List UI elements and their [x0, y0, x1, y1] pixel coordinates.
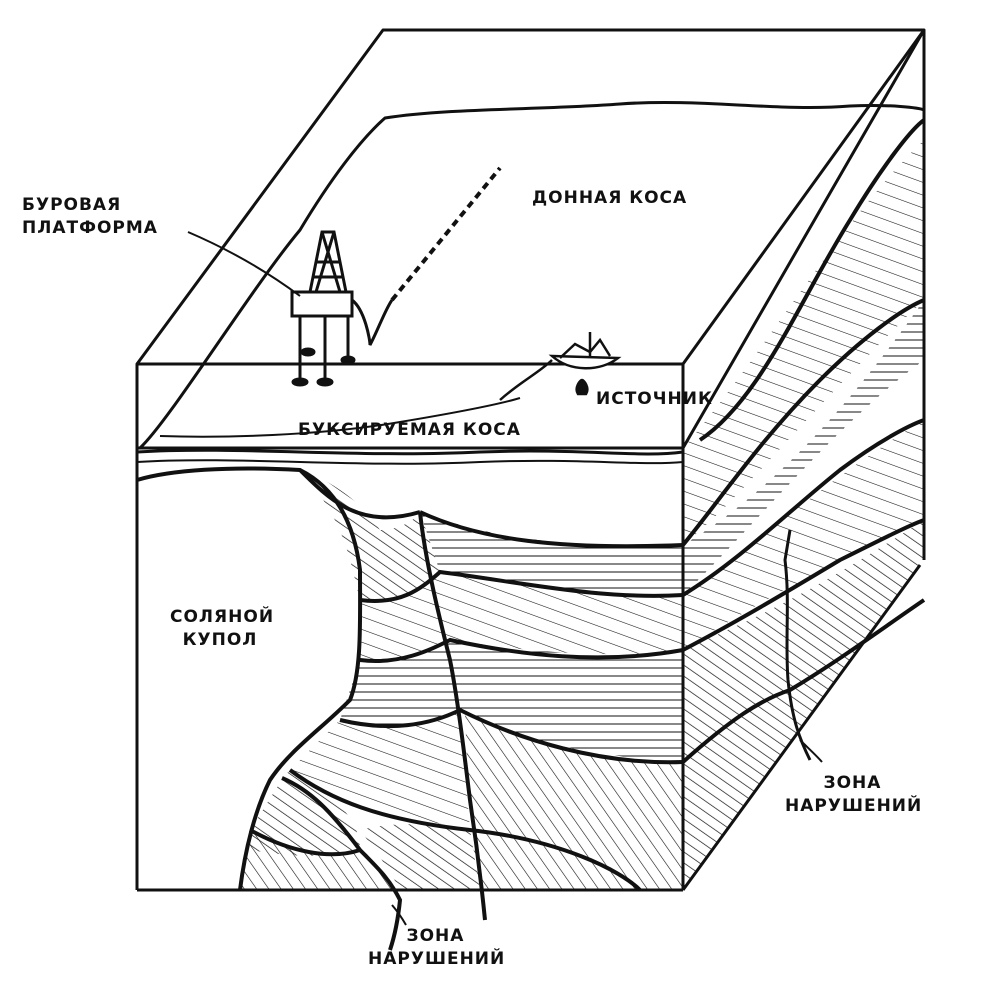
salt-dome-label-line1: СОЛЯНОЙ	[170, 607, 275, 627]
drilling-platform-label: БУРОВАЯ ПЛАТФОРМА	[22, 194, 158, 240]
drilling-platform-label-line1: БУРОВАЯ	[22, 195, 122, 215]
fault-zone-right-pointer	[799, 739, 823, 763]
drilling-platform-label-line2: ПЛАТФОРМА	[22, 217, 158, 238]
source-boat-illustration	[499, 332, 622, 401]
seabed-line-top	[138, 100, 925, 450]
drilling-platform-illustration	[290, 230, 394, 387]
right-face-strata	[683, 140, 924, 890]
right-face-lines	[681, 118, 926, 764]
source-label: ИСТОЧНИК	[596, 389, 713, 409]
platform-leader-line	[187, 231, 301, 297]
towed-streamer-line	[159, 397, 521, 438]
main-fault-line	[418, 511, 487, 921]
fault-zone-right-label: ЗОНА НАРУШЕНИЙ	[785, 772, 923, 818]
fault-zone-bottom-pointer	[391, 904, 407, 926]
towed-streamer-label: БУКСИРУЕМАЯ КОСА	[298, 420, 521, 440]
fault-zone-bottom-label: ЗОНА НАРУШЕНИЙ	[368, 925, 506, 971]
fault-zone-bottom-label-line2: НАРУШЕНИЙ	[368, 948, 506, 969]
ocean-bottom-cable-label: ДОННАЯ КОСА	[532, 188, 688, 208]
ocean-bottom-cable-line	[390, 166, 502, 302]
salt-dome-label-line2: КУПОЛ	[182, 629, 258, 650]
salt-dome-label: СОЛЯНОЙ КУПОЛ	[170, 606, 275, 652]
fault-zone-right-label-line2: НАРУШЕНИЙ	[785, 795, 923, 816]
seabed-line-front	[136, 448, 684, 456]
fault-zone-bottom-label-line1: ЗОНА	[406, 926, 465, 946]
front-strata-lines	[249, 468, 684, 951]
fault-zone-right-label-line1: ЗОНА	[823, 773, 882, 793]
salt-dome-outline	[136, 466, 363, 891]
